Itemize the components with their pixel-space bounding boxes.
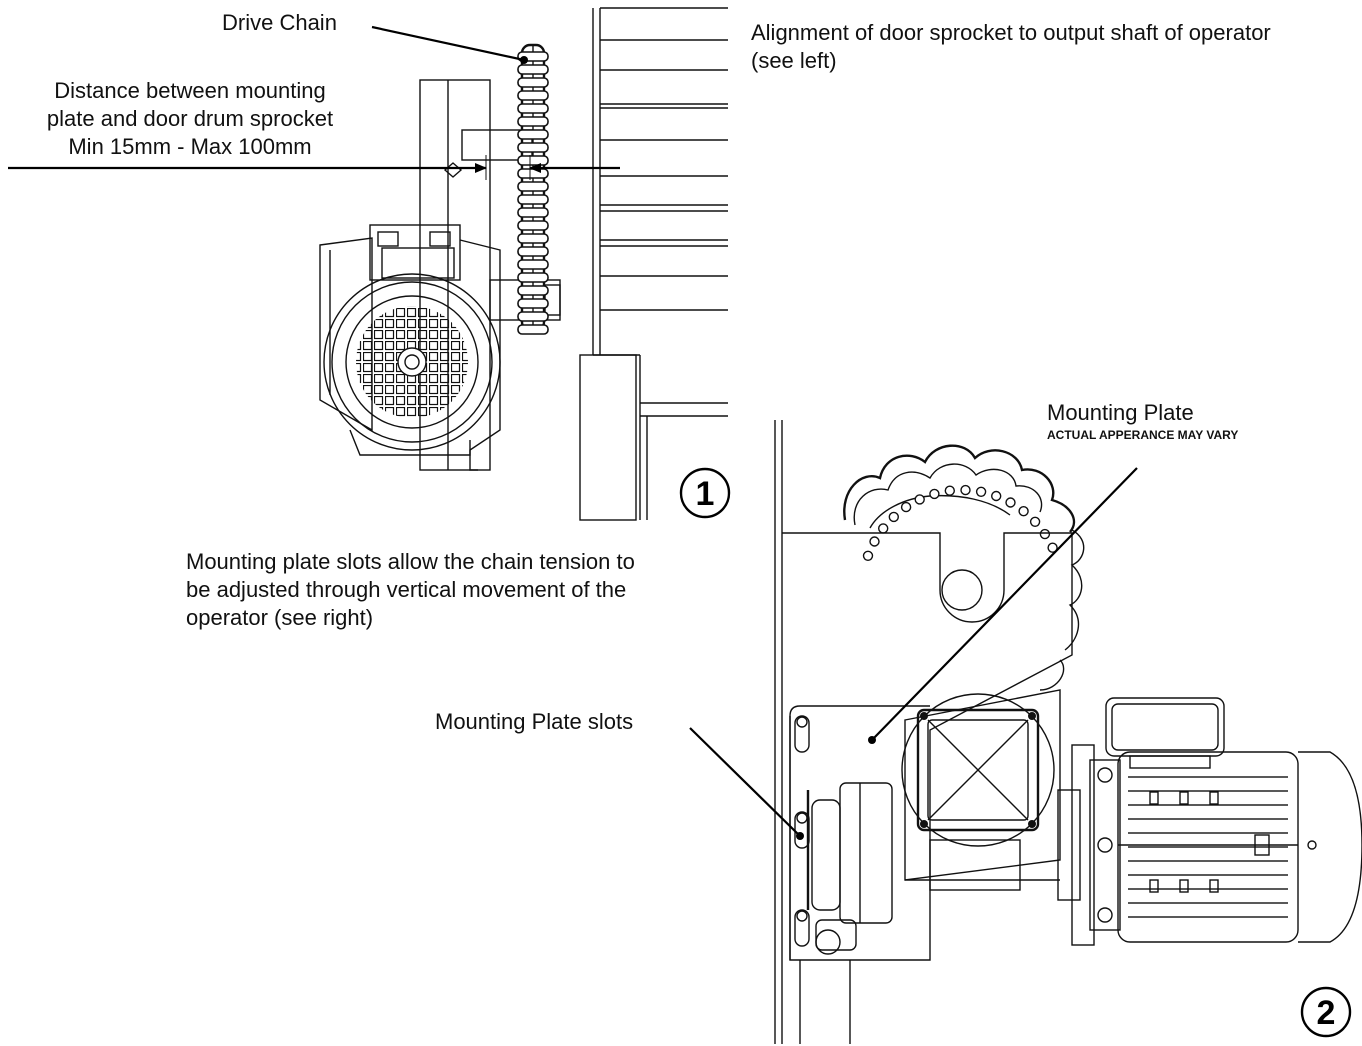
figure-1-badge: 1 xyxy=(679,467,731,519)
distance-dimension-arrows xyxy=(8,155,620,180)
sprocket-chain-link xyxy=(975,486,987,497)
drive-chain-drawing xyxy=(517,43,549,335)
mounting-plate-front-view xyxy=(782,532,1073,961)
chain-link xyxy=(517,285,549,296)
mounting-plate-leader xyxy=(871,467,1138,741)
chain-link xyxy=(517,155,549,166)
motor-flange xyxy=(1057,744,1121,946)
sprocket-chain-link xyxy=(944,485,955,496)
sprocket-chain-link xyxy=(888,511,899,523)
figure-2-drawing xyxy=(689,420,1362,1044)
figure-1-number: 1 xyxy=(696,475,715,513)
sprocket-chain-link xyxy=(900,501,912,513)
slots-note-label: Mounting plate slots allow the chain ten… xyxy=(186,548,635,632)
chain-link xyxy=(517,168,549,179)
mounting-plate-slots-leader-dot xyxy=(796,832,804,840)
chain-link xyxy=(517,233,549,244)
distance-label-line-1: Distance between mounting xyxy=(54,78,326,103)
chain-link xyxy=(517,311,549,322)
sprocket-chain-link xyxy=(914,494,925,505)
sprocket-chain-link xyxy=(869,536,880,547)
distance-label-line-2: plate and door drum sprocket xyxy=(46,106,334,131)
slots-note-line-2: be adjusted through vertical movement of… xyxy=(186,577,627,602)
figure-1-drawing xyxy=(8,7,728,521)
mounting-plate-slots-label: Mounting Plate slots xyxy=(435,709,634,734)
chain-link xyxy=(517,116,549,127)
door-drum-sprocket xyxy=(843,444,1085,691)
sprocket-chain-link xyxy=(991,490,1002,502)
chain-link xyxy=(517,90,549,101)
figure-2-number: 2 xyxy=(1317,994,1336,1032)
chain-link xyxy=(517,194,549,205)
gear-motor-front-view xyxy=(319,224,501,471)
alignment-label-line-1: Alignment of door sprocket to output sha… xyxy=(751,20,1271,45)
chain-link xyxy=(517,220,549,231)
frame-post xyxy=(774,420,851,1044)
chain-link xyxy=(517,298,549,309)
chain-link xyxy=(517,142,549,153)
mounting-plate-label: Mounting Plate ACTUAL APPERANCE MAY VARY xyxy=(1047,399,1238,443)
chain-link xyxy=(517,129,549,140)
chain-link xyxy=(517,181,549,192)
sprocket-chain-link xyxy=(1047,542,1058,553)
slots-note-line-3: operator (see right) xyxy=(186,605,374,630)
mounting-plate-note: ACTUAL APPERANCE MAY VARY xyxy=(1047,428,1239,442)
sprocket-chain-link xyxy=(929,488,940,500)
chain-link xyxy=(517,103,549,114)
chain-link xyxy=(517,259,549,270)
chain-link xyxy=(517,246,549,257)
door-drum-frame xyxy=(579,7,728,521)
mounting-plate-leader-dot xyxy=(868,736,876,744)
sprocket-chain-link xyxy=(1018,506,1029,517)
sprocket-chain-link xyxy=(960,484,971,496)
drive-chain-leader xyxy=(371,25,525,62)
chain-link xyxy=(517,272,549,283)
sprocket-chain-link xyxy=(1029,516,1041,527)
drive-chain-leader-dot xyxy=(520,56,528,64)
chain-link xyxy=(517,64,549,75)
distance-label: Distance between mounting plate and door… xyxy=(0,77,380,161)
mounting-plate-slots-leader xyxy=(689,727,801,837)
mounting-plate-title: Mounting Plate xyxy=(1047,400,1194,425)
sprocket-chain-link xyxy=(1005,497,1016,508)
slots-note-line-1: Mounting plate slots allow the chain ten… xyxy=(186,549,635,574)
mounting-plate-slot-holes xyxy=(794,715,810,947)
sprocket-chain-link xyxy=(862,550,874,561)
alignment-label: Alignment of door sprocket to output sha… xyxy=(751,19,1271,75)
sprocket-chain-link xyxy=(878,523,889,534)
electric-motor xyxy=(1105,697,1362,943)
gearbox xyxy=(901,689,1061,891)
chain-link xyxy=(517,324,549,335)
chain-link xyxy=(517,207,549,218)
alignment-label-line-2: (see left) xyxy=(751,48,837,73)
figure-2-badge: 2 xyxy=(1300,986,1352,1038)
output-coupling xyxy=(806,782,893,955)
sprocket-chain-link xyxy=(1039,528,1051,540)
chain-link xyxy=(517,77,549,88)
drive-chain-label: Drive Chain xyxy=(222,10,337,35)
distance-label-line-3: Min 15mm - Max 100mm xyxy=(68,134,312,159)
